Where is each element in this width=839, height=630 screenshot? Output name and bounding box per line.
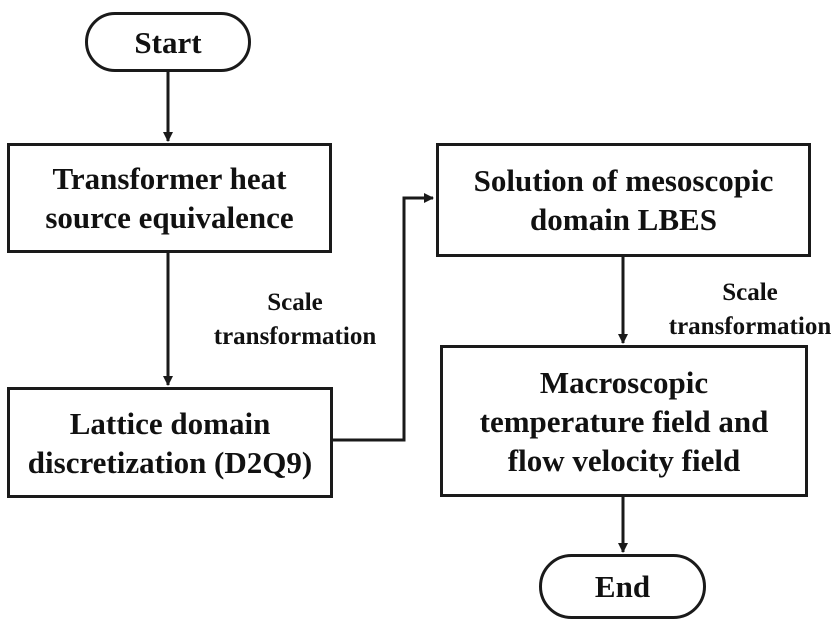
end-terminal: End bbox=[539, 554, 706, 619]
heat-source-label: Transformer heat source equivalence bbox=[45, 161, 294, 235]
solution-process: Solution of mesoscopic domain LBES bbox=[436, 143, 811, 257]
arrow-lattice-to-solution bbox=[333, 193, 434, 442]
start-terminal: Start bbox=[85, 12, 251, 72]
lattice-label: Lattice domain discretization (D2Q9) bbox=[27, 405, 313, 480]
solution-label: Solution of mesoscopic domain LBES bbox=[473, 163, 774, 237]
heat-source-process: Transformer heat source equivalence bbox=[7, 143, 332, 253]
lattice-process: Lattice domain discretization (D2Q9) bbox=[7, 387, 333, 498]
end-label: End bbox=[594, 569, 651, 604]
scale-transformation-note-left: Scale transformation bbox=[213, 289, 377, 350]
start-label: Start bbox=[134, 24, 202, 60]
macroscopic-label: Macroscopic temperature field and flow v… bbox=[479, 364, 769, 478]
scale-transformation-note-right: Scale transformation bbox=[668, 279, 832, 340]
macroscopic-process: Macroscopic temperature field and flow v… bbox=[440, 345, 808, 497]
